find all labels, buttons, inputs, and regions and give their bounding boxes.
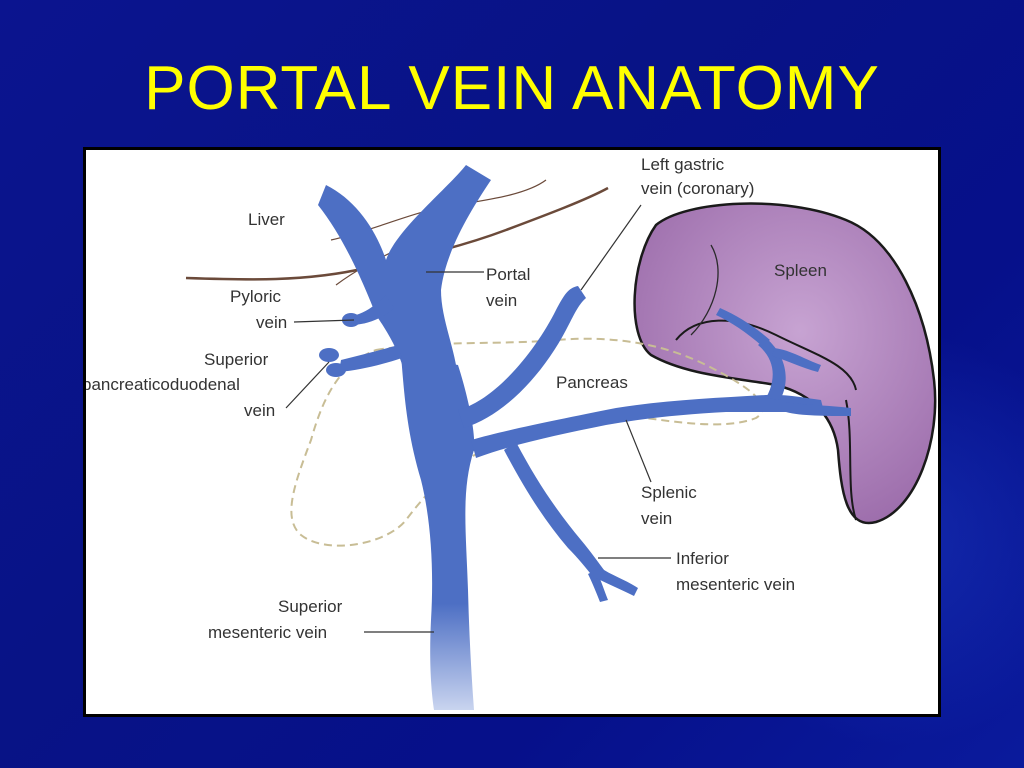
- spd-vein-shape: [339, 345, 402, 372]
- splenic-vein-shape: [471, 395, 824, 458]
- spd-vein-end-1: [319, 348, 339, 362]
- label-left-gastric-line1: Left gastric: [641, 155, 725, 174]
- portal-vein-diagram: Liver Pyloric vein Superior pancreaticod…: [86, 150, 938, 714]
- label-pyloric-line1: Pyloric: [230, 287, 282, 306]
- label-spleen: Spleen: [774, 261, 827, 280]
- label-spd-line1: Superior: [204, 350, 269, 369]
- label-portal-line1: Portal: [486, 265, 530, 284]
- label-splenic-line1: Splenic: [641, 483, 697, 502]
- spleen-shape: [635, 204, 936, 523]
- leader-spd: [286, 362, 329, 408]
- label-ime-line1: Inferior: [676, 549, 729, 568]
- label-liver: Liver: [248, 210, 285, 229]
- label-spd-line2: pancreaticoduodenal: [86, 375, 240, 394]
- anatomy-figure: Liver Pyloric vein Superior pancreaticod…: [83, 147, 941, 717]
- left-gastric-vein-shape: [458, 286, 586, 428]
- spd-vein-end-2: [326, 363, 346, 377]
- label-spd-line3: vein: [244, 401, 275, 420]
- label-sme-line2: mesenteric vein: [208, 623, 327, 642]
- superior-mesenteric-vein-shape: [401, 355, 474, 710]
- leader-left-gastric: [581, 205, 641, 290]
- label-portal-line2: vein: [486, 291, 517, 310]
- label-ime-line2: mesenteric vein: [676, 575, 795, 594]
- slide-title: PORTAL VEIN ANATOMY: [0, 58, 1024, 120]
- leader-splenic: [626, 420, 651, 482]
- inferior-mesenteric-vein-shape: [504, 442, 604, 578]
- label-pancreas: Pancreas: [556, 373, 628, 392]
- label-sme-line1: Superior: [278, 597, 343, 616]
- label-left-gastric-line2: vein (coronary): [641, 179, 754, 198]
- label-splenic-line2: vein: [641, 509, 672, 528]
- label-pyloric-line2: vein: [256, 313, 287, 332]
